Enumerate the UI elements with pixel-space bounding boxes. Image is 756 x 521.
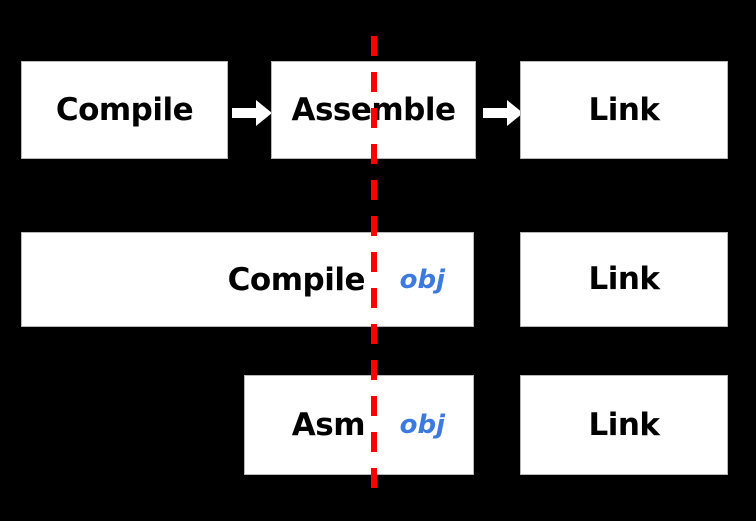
row3-link-box: Link (520, 375, 728, 475)
row1-link-label: Link (588, 91, 660, 128)
row2-link-label: Link (588, 261, 660, 297)
row2-compile-box: Compile obj (21, 232, 474, 327)
row2-obj-label: obj (399, 264, 445, 295)
row3-link-label: Link (588, 406, 660, 443)
arrow-compile-to-assemble-icon (232, 100, 272, 126)
row3-asm-box: Asm obj (244, 375, 474, 475)
row3-obj-label: obj (399, 410, 445, 440)
row1-link-box: Link (520, 61, 728, 159)
row3-asm-label: Asm (291, 407, 366, 443)
arrow-assemble-to-link-icon (483, 100, 523, 126)
row2-link-box: Link (520, 232, 728, 327)
object-file-boundary-line (371, 36, 377, 500)
row2-compile-label: Compile (227, 261, 366, 298)
row1-compile-box: Compile (21, 61, 228, 159)
row1-compile-label: Compile (55, 91, 194, 128)
